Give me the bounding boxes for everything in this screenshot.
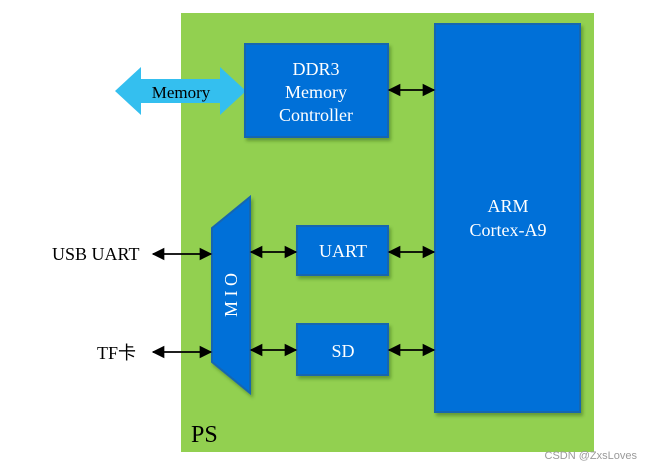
ddr3-label-line1: DDR3 (292, 59, 339, 79)
mio-block (211, 194, 251, 396)
uart-label: UART (319, 241, 367, 261)
memory-label: Memory (152, 83, 211, 102)
ddr3-controller-block (244, 43, 389, 138)
ddr3-label-line3: Controller (279, 105, 353, 125)
uart-block (296, 225, 389, 276)
arm-label-line2: Cortex-A9 (470, 220, 547, 240)
ddr3-label-line2: Memory (285, 82, 347, 102)
sd-block (296, 323, 389, 376)
arm-label-line1: ARM (487, 196, 528, 216)
tf-card-label: TF卡 (97, 343, 136, 363)
arm-cortex-a9-block (434, 23, 581, 413)
memory-arrow (115, 67, 246, 115)
sd-label: SD (331, 341, 354, 361)
watermark-text: CSDN @ZxsLoves (545, 450, 638, 462)
mio-label: M I O (221, 273, 241, 317)
ps-label: PS (191, 422, 218, 448)
usb-uart-label: USB UART (52, 244, 139, 264)
